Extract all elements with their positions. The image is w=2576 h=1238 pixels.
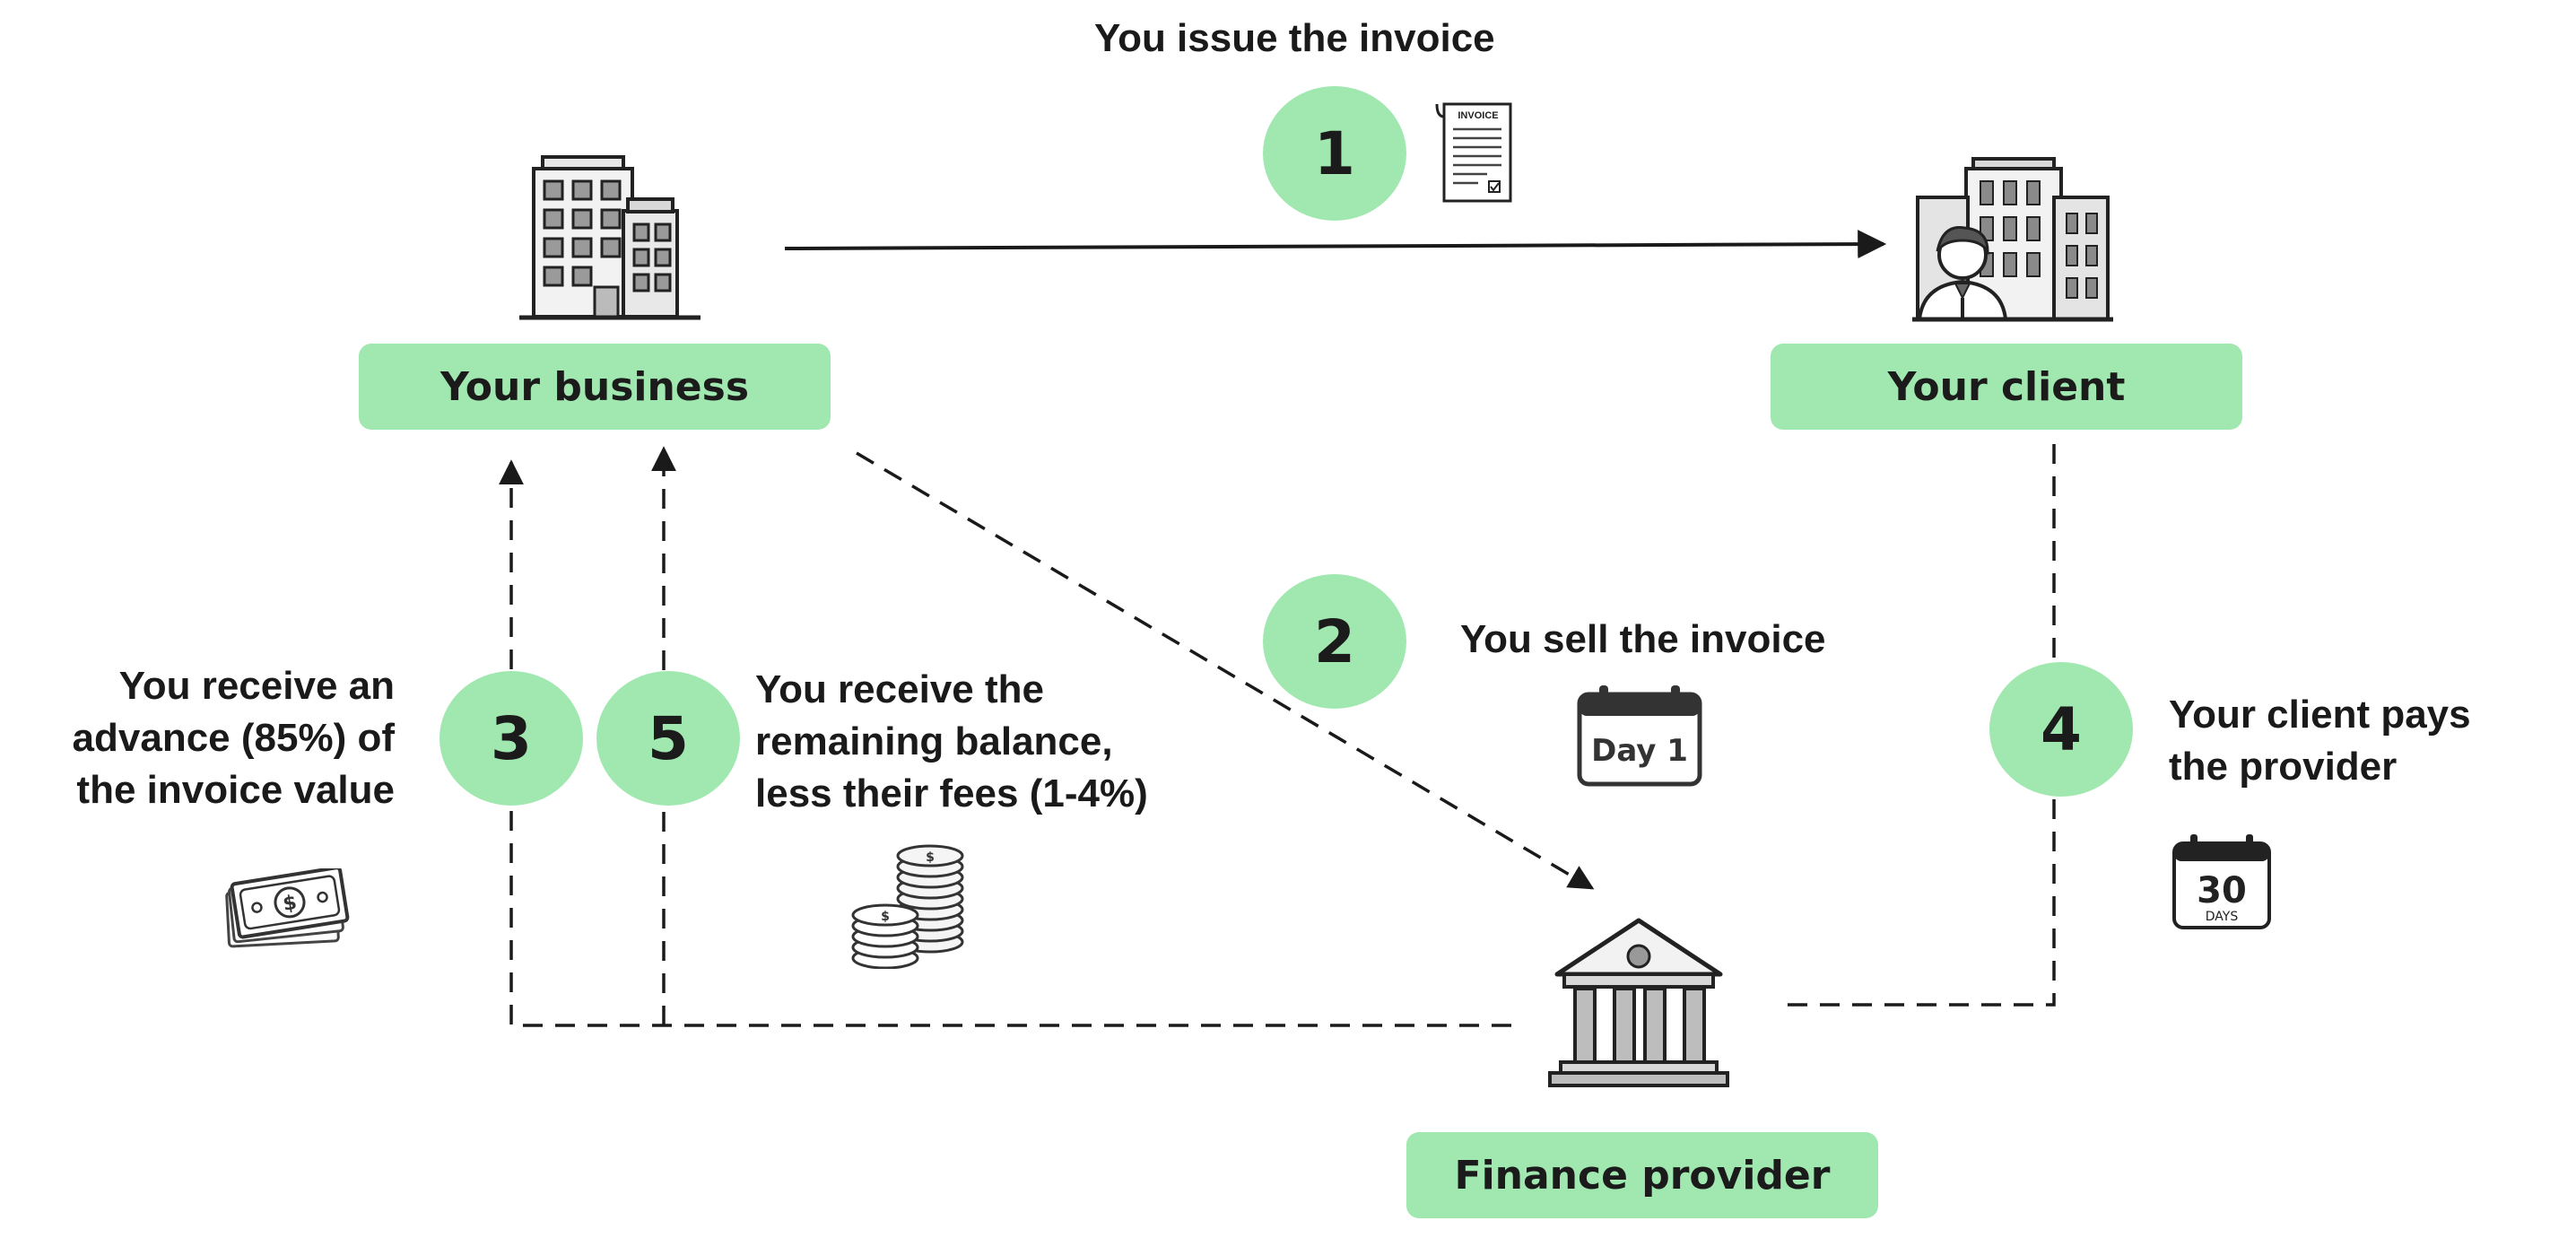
step-4-label-line-1: Your client pays: [2169, 693, 2471, 737]
cash-bills-icon: $: [225, 868, 350, 948]
node-your-business: Your business: [359, 344, 831, 430]
step-2-label: You sell the invoice: [1460, 617, 1826, 661]
step-5-label-line-2: remaining balance,: [755, 719, 1113, 763]
svg-text:Day 1: Day 1: [1591, 733, 1688, 769]
step-3-circle: 3: [439, 671, 583, 806]
office-building-icon: [519, 155, 701, 320]
step-3-label-line-1: You receive an: [118, 664, 395, 708]
arrow-issue-invoice: [784, 230, 1887, 259]
svg-text:$: $: [881, 910, 890, 924]
node-your-client: Your client: [1771, 344, 2242, 430]
coin-stacks-icon: $ $: [851, 844, 964, 969]
client-building-icon: [1912, 157, 2113, 322]
svg-text:$: $: [282, 892, 299, 916]
svg-text:$: $: [926, 850, 935, 865]
step-5-label: You receive the remaining balance, less …: [755, 664, 1148, 820]
step-3-label-line-3: the invoice value: [76, 768, 395, 812]
line-client-pays-provider: [1780, 444, 2056, 1007]
step-1-circle: 1: [1263, 86, 1406, 221]
bank-icon: [1548, 918, 1729, 1087]
svg-text:DAYS: DAYS: [2206, 910, 2239, 924]
svg-text:INVOICE: INVOICE: [1458, 110, 1498, 121]
invoice-document-icon: INVOICE: [1435, 102, 1512, 203]
step-4-circle: 4: [1989, 662, 2133, 797]
calendar-day-icon: Day 1: [1577, 685, 1702, 787]
calendar-30-days-icon: 30 DAYS: [2172, 834, 2271, 929]
step-5-label-line-3: less their fees (1-4%): [755, 772, 1148, 815]
step-2-circle: 2: [1263, 574, 1406, 709]
step-3-label-line-2: advance (85%) of: [72, 716, 395, 760]
arrow-sell-invoice: [856, 451, 1595, 890]
step-5-label-line-1: You receive the: [755, 667, 1044, 711]
step-3-label: You receive an advance (85%) of the invo…: [18, 660, 395, 816]
line-provider-to-business-advance: [499, 459, 1511, 1027]
step-4-label: Your client pays the provider: [2169, 689, 2471, 793]
step-5-circle: 5: [596, 671, 740, 806]
step-4-label-line-2: the provider: [2169, 745, 2398, 789]
step-1-label: You issue the invoice: [1094, 16, 1495, 60]
svg-text:30: 30: [2197, 870, 2247, 911]
node-finance-provider: Finance provider: [1406, 1132, 1878, 1218]
